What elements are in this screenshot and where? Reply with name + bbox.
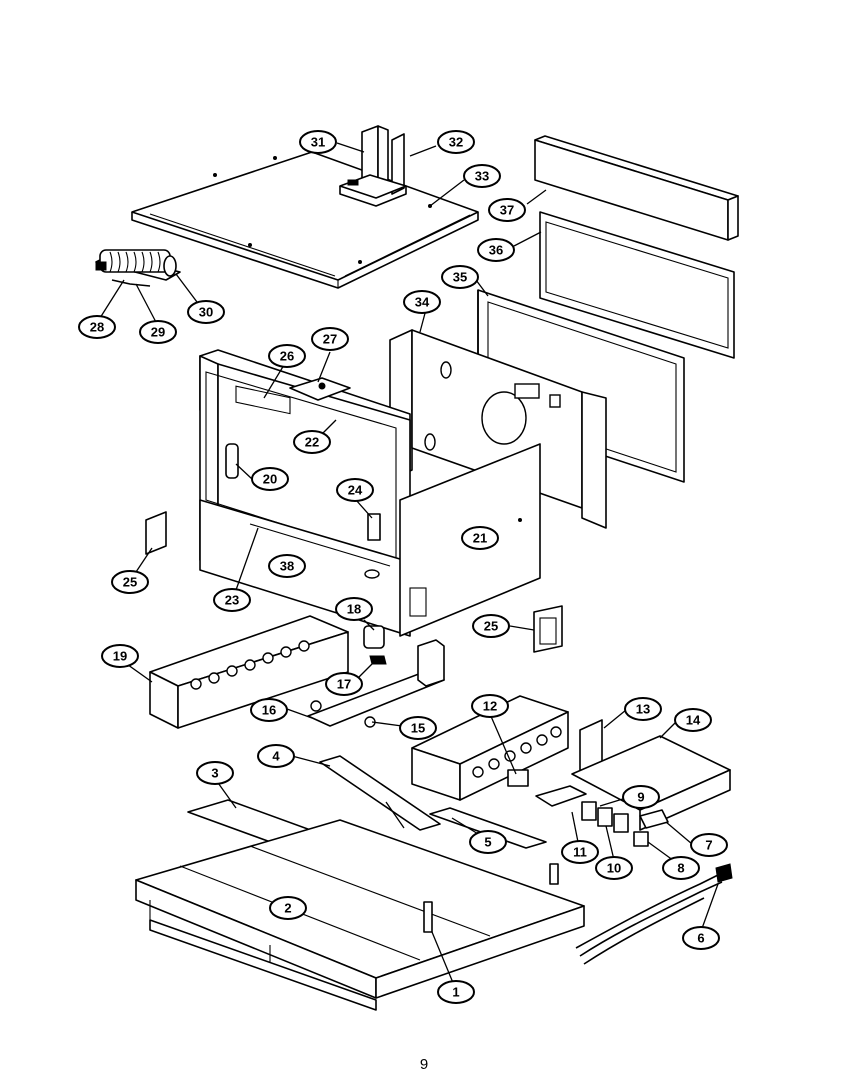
callout-16: 16 [250,698,288,722]
burner-box [149,615,349,729]
callout-4: 4 [257,744,295,768]
callout-label: 29 [151,325,165,340]
callout-25-left: 25 [111,570,149,594]
callout-label: 17 [337,677,351,692]
callout-label: 7 [705,838,712,853]
callout-1: 1 [437,980,475,1004]
page-number: 9 [419,1056,429,1073]
callout-label: 10 [607,861,621,876]
callout-2: 2 [269,896,307,920]
callout-19: 19 [101,644,139,668]
callout-label: 37 [500,203,514,218]
callout-24: 24 [336,478,374,502]
callout-label: 20 [263,472,277,487]
callout-label: 4 [272,749,280,764]
callout-label: 15 [411,721,425,736]
callout-25-right: 25 [472,614,510,638]
callout-33: 33 [463,164,501,188]
callout-22: 22 [293,430,331,454]
igniter [363,625,387,665]
callout-28: 28 [78,315,116,339]
callout-label: 35 [453,270,467,285]
callout-label: 14 [686,713,701,728]
callout-label: 33 [475,169,489,184]
callout-35: 35 [441,265,479,289]
back-panel-frame [539,211,735,359]
callout-37: 37 [488,198,526,222]
top-panel [131,151,479,289]
callout-32: 32 [437,130,475,154]
callout-label: 28 [90,320,104,335]
shipping-pallet [135,819,585,1011]
callout-label: 16 [262,703,276,718]
callout-label: 34 [415,295,430,310]
bottom-rail [307,639,445,728]
callout-34: 34 [403,290,441,314]
callout-label: 1 [452,985,459,1000]
callout-12: 12 [471,694,509,718]
callout-label: 5 [484,835,491,850]
rear-trim [534,135,739,241]
callout-label: 32 [449,135,463,150]
callout-label: 9 [637,790,644,805]
terminal-blocks [535,785,669,847]
callout-18: 18 [335,597,373,621]
callout-3: 3 [196,761,234,785]
callout-20: 20 [251,467,289,491]
callout-label: 21 [473,531,487,546]
callout-31: 31 [299,130,337,154]
callout-11: 11 [561,840,599,864]
callout-21: 21 [461,526,499,550]
callout-label: 13 [636,702,650,717]
callout-6: 6 [682,926,720,950]
callout-label: 36 [489,243,503,258]
callout-7: 7 [690,833,728,857]
callout-label: 12 [483,699,497,714]
callout-label: 23 [225,593,239,608]
callout-label: 30 [199,305,213,320]
callout-29: 29 [139,320,177,344]
callout-17: 17 [325,672,363,696]
callout-label: 2 [284,901,291,916]
callout-13: 13 [624,697,662,721]
callout-10: 10 [595,856,633,880]
callout-38: 38 [268,554,306,578]
callout-26: 26 [268,344,306,368]
callout-label: 6 [697,931,704,946]
callout-label: 38 [280,559,294,574]
mounting-bracket [339,125,407,207]
callout-label: 8 [677,861,684,876]
side-vent-left [145,511,167,555]
callout-label: 18 [347,602,361,617]
callout-23: 23 [213,588,251,612]
callout-label: 25 [484,619,498,634]
callout-label: 19 [113,649,127,664]
callout-5: 5 [469,830,507,854]
callout-label: 11 [573,845,587,860]
callout-30: 30 [187,300,225,324]
callout-label: 25 [123,575,137,590]
callout-label: 31 [311,135,325,150]
callout-label: 26 [280,349,294,364]
callout-label: 3 [211,766,218,781]
callout-27: 27 [311,327,349,351]
callout-36: 36 [477,238,515,262]
side-vent-right [533,605,563,653]
heating-element-assembly [95,249,181,287]
callout-label: 27 [323,332,337,347]
power-cord [575,863,733,965]
callout-9: 9 [622,785,660,809]
callout-8: 8 [662,856,700,880]
callout-label: 24 [348,483,363,498]
callout-14: 14 [674,708,712,732]
callout-label: 22 [305,435,319,450]
callout-15: 15 [399,716,437,740]
